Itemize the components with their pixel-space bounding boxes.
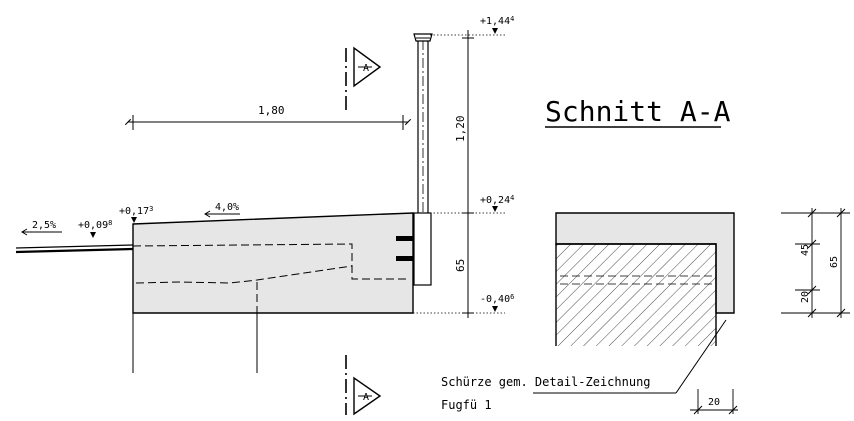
note-leader [533,319,727,394]
elevation-top-post: +1,444 [480,15,514,34]
detail-dim-20-vertical: 20 [800,291,811,303]
section-marker-label: A [363,63,369,74]
elevation-road-sup: 8 [108,219,112,227]
elevation-kerb-top: +0,244 [480,194,514,212]
detail-dim-65: 65 [829,256,840,268]
elevation-edge: +0,173 [119,205,153,223]
road-surface [15,244,134,254]
detail-dimension-horizontal: 20 [690,389,738,415]
dimension-height-65: 65 [454,259,467,272]
elevation-edge-sup: 3 [149,205,153,213]
slope-kerb: 4,0% [204,202,240,218]
dimension-width: 1,80 [124,104,412,130]
elevation-leaders [413,34,505,314]
slope-road: 2,5% [21,220,62,236]
detail-section [555,212,735,346]
elevation-bottom: -0,406 [480,293,514,312]
svg-text:-0,406: -0,406 [480,293,514,305]
elevation-kerb-top-sup: 4 [510,194,514,202]
kerb-body [132,212,414,373]
svg-text:+0,173: +0,173 [119,205,153,217]
section-marker-label-bottom: A [363,392,369,403]
dimension-vertical: 1,20 65 [454,30,474,318]
section-marker-top: A [353,46,382,88]
slope-kerb-label: 4,0% [215,202,239,213]
detail-dim-45: 45 [800,244,811,256]
dimension-width-label: 1,80 [258,104,285,117]
railing-post [413,33,433,286]
elevation-bottom-sup: 6 [510,293,514,301]
detail-dim-20-horizontal: 20 [708,397,720,408]
svg-text:+0,098: +0,098 [78,219,112,231]
svg-text:+0,244: +0,244 [480,194,514,206]
elevation-edge-label: +0,17 [119,206,149,217]
drawing-title: Schnitt A-A [545,95,731,128]
elevation-road-label: +0,09 [78,220,108,231]
dimension-height-120: 1,20 [454,116,467,143]
anchor-bolts [396,236,414,261]
note-line-2: Fugfü 1 [441,398,492,412]
section-marker-bottom: A [353,376,382,416]
note-line-1: Schürze gem. Detail-Zeichnung [441,375,651,389]
elevation-top-post-label: +1,44 [480,16,510,27]
elevation-bottom-label: -0,40 [480,294,510,305]
svg-text:+1,444: +1,444 [480,15,514,27]
elevation-kerb-top-label: +0,24 [480,195,510,206]
elevation-road: +0,098 [78,219,112,238]
elevation-top-post-sup: 4 [510,15,514,23]
slope-road-label: 2,5% [32,220,56,231]
detail-dimension-lines: 45 20 65 [781,208,850,318]
